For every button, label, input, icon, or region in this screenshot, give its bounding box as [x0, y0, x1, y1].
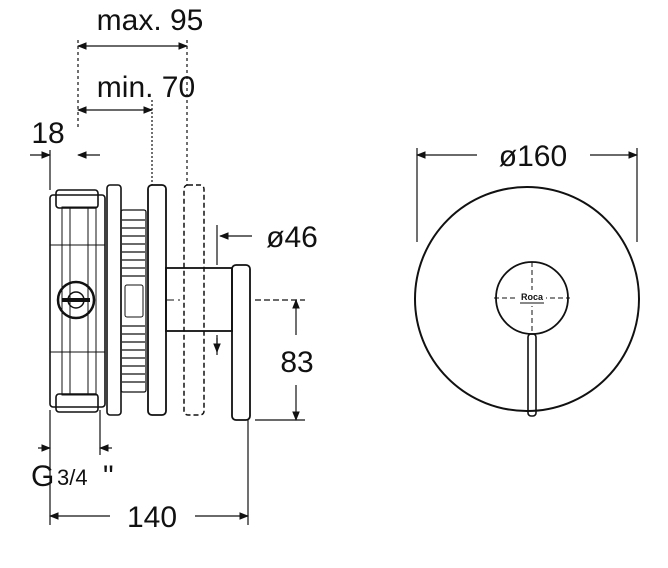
cover-plate-max-position: [183, 184, 205, 416]
dim-offset: 18: [31, 117, 64, 150]
roca-logo-text: Roca: [521, 292, 544, 302]
valve-body: [49, 189, 106, 413]
dim-total-width: 140: [127, 501, 177, 534]
side-view: max. 95 min. 70 18 ø46 83 G 3/4 " 140: [30, 4, 318, 534]
dim-min-depth: min. 70: [97, 71, 195, 104]
front-view: ø160 Roca: [414, 140, 640, 417]
dim-handle-height: 83: [280, 346, 313, 379]
cover-plate-front: [414, 186, 640, 412]
roca-logo: Roca: [518, 290, 546, 306]
dim-thread-inch: ": [103, 460, 114, 493]
dim-thread: G 3/4 ": [31, 460, 114, 493]
valve-flange: [106, 184, 122, 416]
dimension-lines: [30, 42, 300, 520]
plate-dimension: [416, 148, 638, 242]
dim-knob-diameter: ø46: [266, 221, 318, 254]
dim-plate-diameter: ø160: [499, 140, 567, 173]
handle-assembly: [165, 264, 251, 421]
cartridge-thread: [120, 209, 147, 393]
dim-max-depth: max. 95: [97, 4, 204, 37]
dim-thread-letter: G: [31, 460, 54, 493]
cover-plate: [147, 184, 167, 416]
handle-lever-front: [527, 333, 537, 417]
dim-thread-fraction: 3/4: [57, 465, 88, 490]
